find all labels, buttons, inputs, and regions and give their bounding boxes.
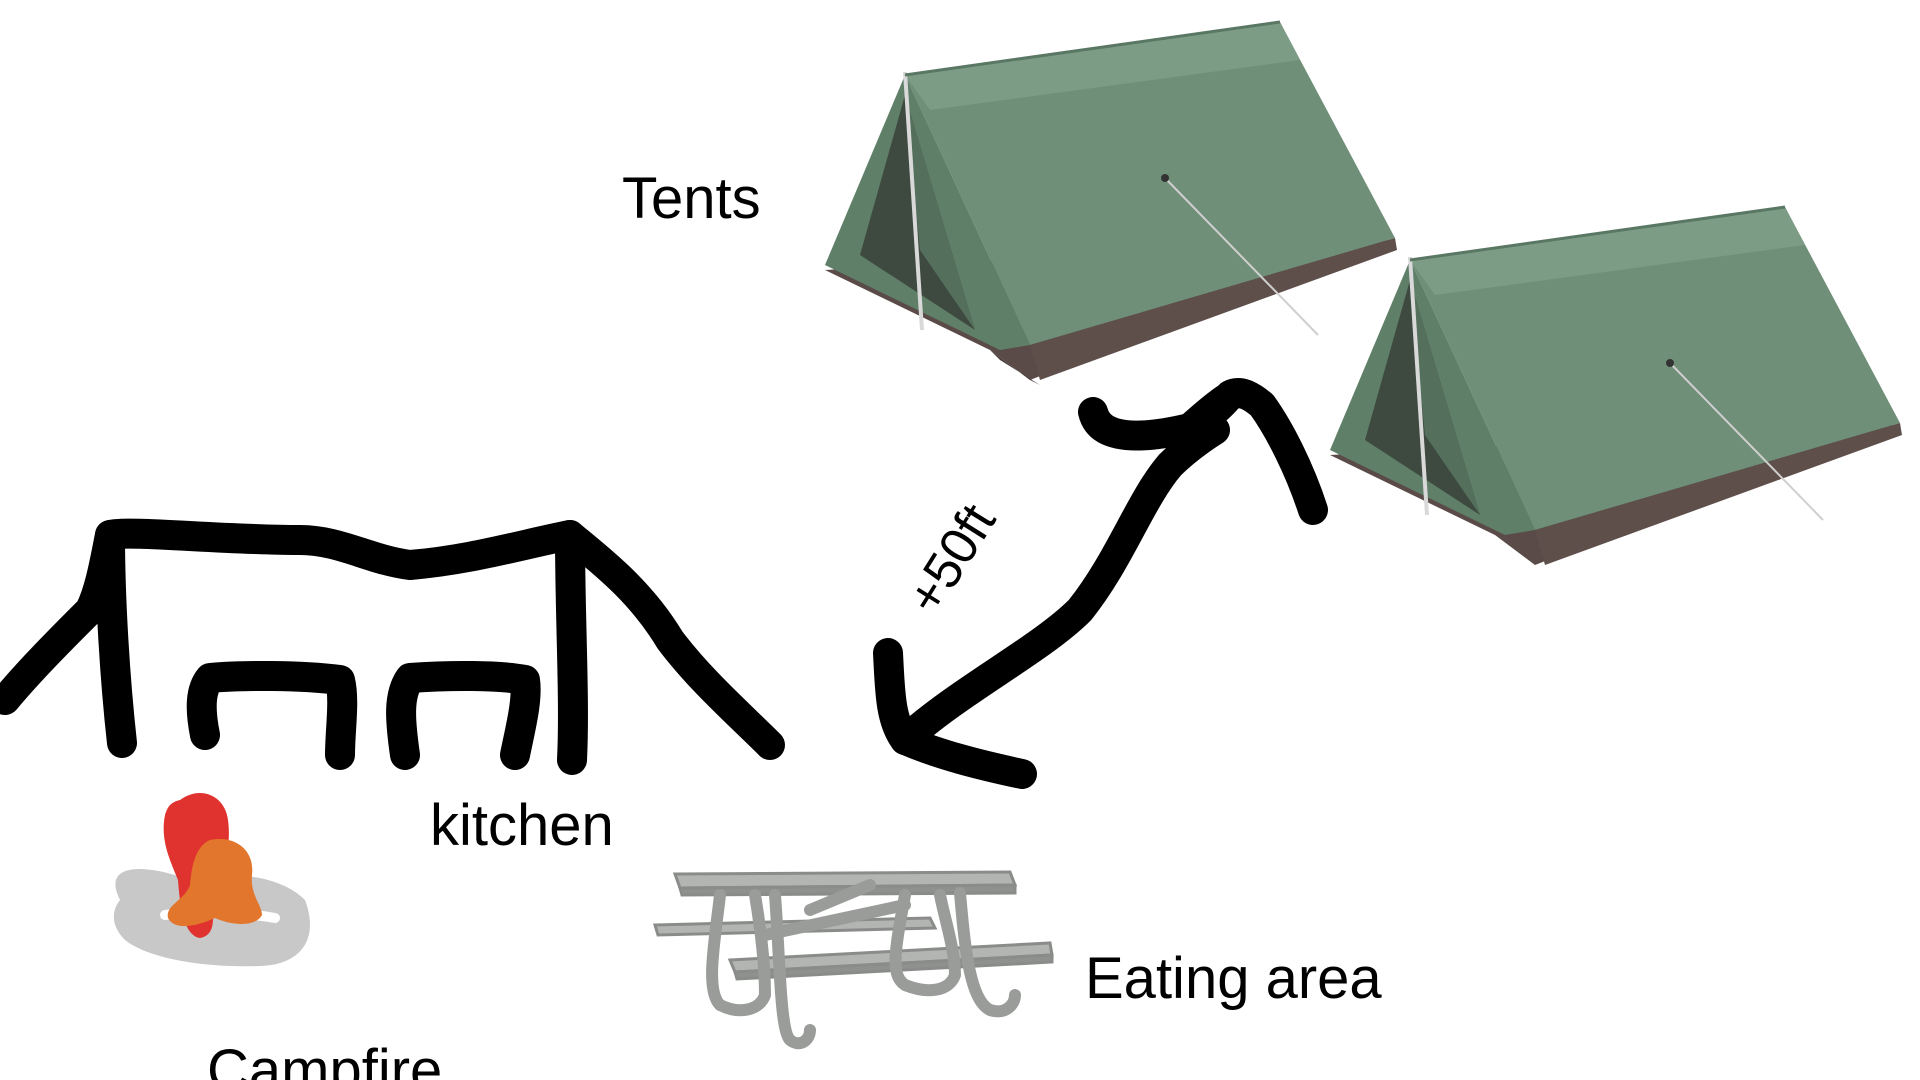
kitchen-label: kitchen <box>430 793 614 858</box>
campfire-icon <box>113 792 310 967</box>
tent-icon <box>1330 205 1902 565</box>
campfire-label: Campfire <box>207 1038 442 1080</box>
double-arrow <box>873 378 1328 789</box>
tent-icon <box>825 20 1397 385</box>
eating-area-label: Eating area <box>1085 946 1382 1011</box>
distance-label: +50ft <box>896 494 1008 625</box>
picnic-table-icon <box>652 870 1054 1050</box>
kitchen-shelter-sketch <box>0 518 785 775</box>
tents-label: Tents <box>622 166 761 231</box>
